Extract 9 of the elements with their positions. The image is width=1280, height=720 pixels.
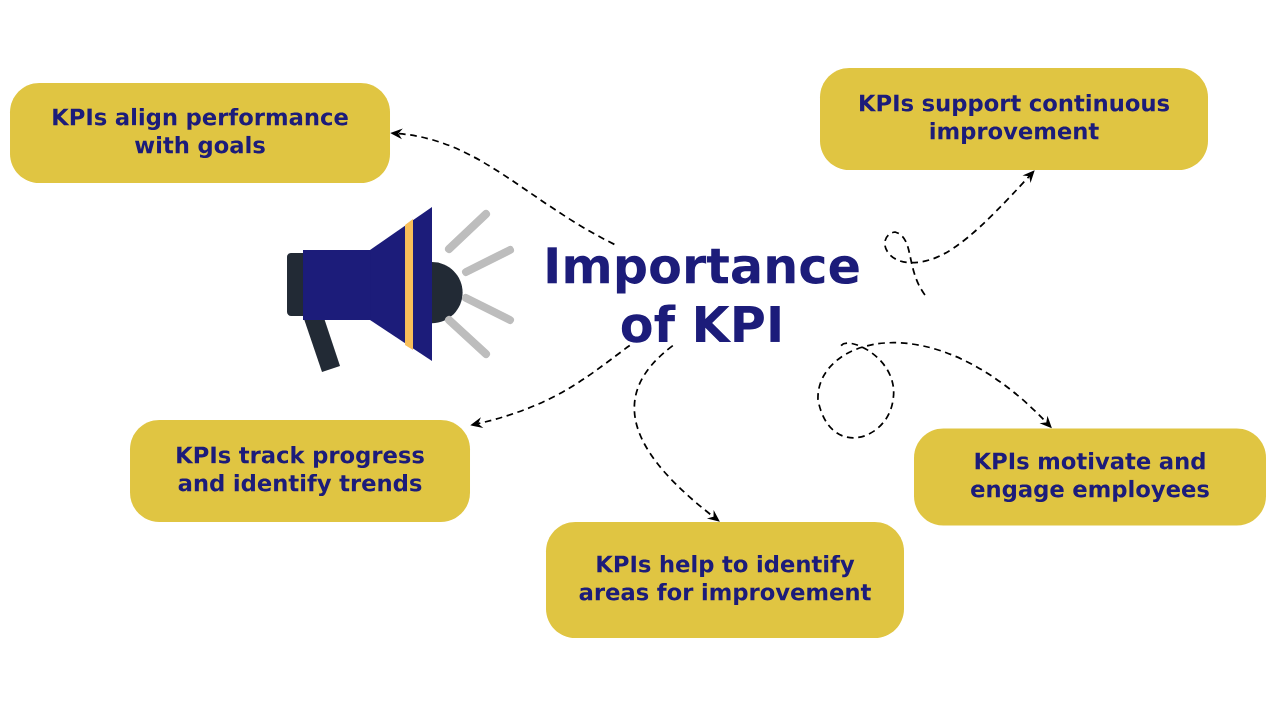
rounded-box: KPIs support continuous improvement [820,68,1208,170]
arrow [817,341,1052,439]
rounded-box: KPIs track progress and identify trends [130,420,470,522]
arrow [883,170,1035,296]
title: Importance of KPI [547,247,859,343]
arrow [633,344,720,522]
rounded-box: KPIs help to identify areas for improvement [546,522,904,638]
rounded-box: KPIs motivate and engage employees [914,428,1266,526]
rounded-box: KPIs align performance with goals [10,83,390,183]
